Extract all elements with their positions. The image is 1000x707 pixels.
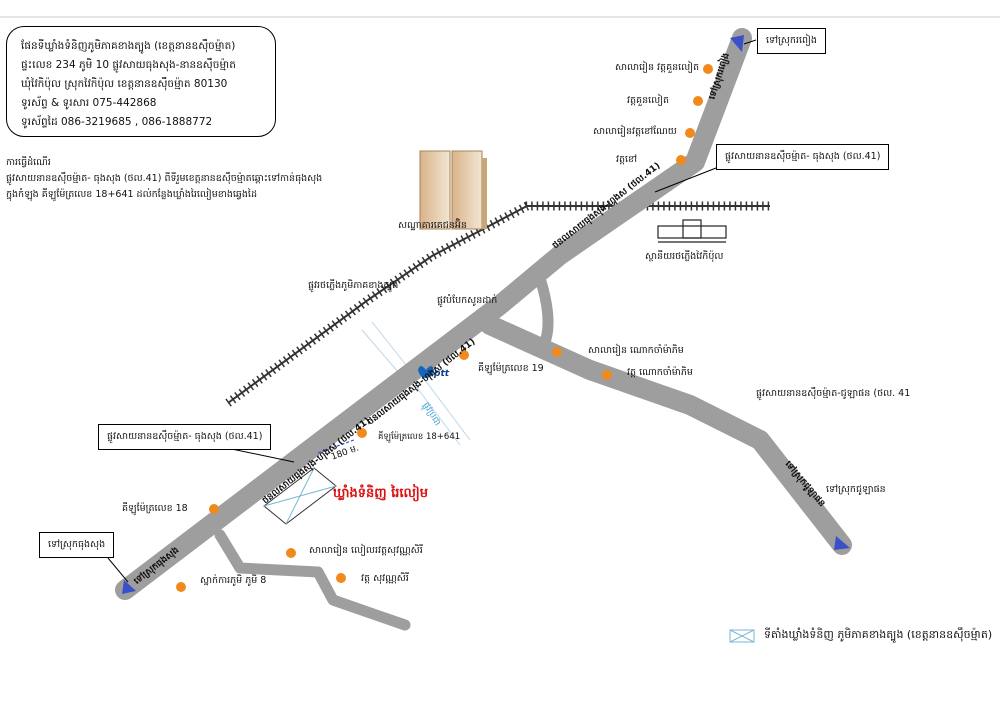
arrow-southeast-icon [834,536,850,550]
company-phone: ទូរស័ព្ទ & ទូរសារ 075-442868 [21,97,157,109]
legend-swatch-icon [729,629,755,643]
marker-km18641 [357,428,367,438]
label-junction: ផ្លូវបំបែកសូនដាក់ [437,295,498,306]
label-railway-quarters: សណ្ឋាគារគេជនអ៊ិន [398,220,467,231]
legend-label: ទីតាំងឃ្លាំងទំនិញ ភូមិភាគខាងត្បូង (ខេត្ត… [764,628,993,641]
plant-site-icon [263,467,337,525]
directions-heading: ការធ្វើដំណើរ [6,157,51,168]
company-title: ផែនទីឃ្លាំងទំនិញភូមិភាគខាងត្បូង (ខេត្តនា… [21,40,236,52]
label-wat-suwan: វត្ត សុវណ្ណសិរី [361,573,409,584]
callout-hwy41-north: ផ្លូវសាយនានឧស៊ឹចម្ម៉ាត- ធុងសុង (ថល.41) [716,144,890,170]
marker-school-wat-nok [552,347,562,357]
label-to-chulabhorn: ទៅស្រុកជូឡាផន [826,484,886,495]
label-school-wat-khao: សាលារៀនវត្តខៅណែយ [593,126,677,137]
directions-text: ការធ្វើដំណើរ ផ្លូវសាយនានឧស៊ឹចម្ម៉ាត- ធុង… [6,155,322,203]
marker-school-wat-khao [685,128,695,138]
marker-wat-nok [602,370,612,380]
label-km19: គីឡូម៉ែត្រលេខ 19 [478,363,544,374]
label-wat-kuan: វត្តគួនលៀត [627,95,670,106]
label-wat-nok: វត្ត ណោកចាំម៉ាភិម [627,367,693,378]
marker-wat-kuan [693,96,703,106]
label-health-office: ស្នាក់ការភូមិ ភូមិ 8 [200,575,267,586]
ptt-logo-icon [418,366,434,378]
railway-quarters-icon [419,150,487,230]
marker-km18 [209,504,219,514]
marker-wat-suwan [336,573,346,583]
label-plant: ឃ្លាំងទំនិញ រៃលៀម [333,486,429,501]
marker-school-wat-kuan [703,64,713,74]
label-hwy-chulabhorn: ផ្លូវសាយនានឧស៊ឹចម្ម៉ាត-ជូឡាផន (ថល. 41 [756,388,911,399]
marker-school-suwan [286,548,296,558]
label-school-suwan: សាលារៀន លៀលរវត្តសុវណ្ណសិរី [309,545,423,556]
station-icon [657,219,727,243]
callout-hwy41-south: ផ្លូវសាយនានឧស៊ឹចម្ម៉ាត- ធុងសុង (ថល.41) [98,424,272,450]
label-wat-khao: វត្តខៅ [616,154,638,165]
arrow-south-icon [122,580,136,594]
marker-health-office [176,582,186,592]
label-station: ស្ថានីយរថភ្លើងវៃកិប៉ុល [645,251,724,262]
callout-to-thungsong: ទៅស្រុកធុងសុង [39,532,115,558]
main-road [115,28,752,600]
callout-to-rongphibun: ទៅស្រុករពៀង [757,28,826,54]
label-km18641: គីឡូម៉ែត្រលេខ 18+641 [378,432,461,442]
railway [225,201,770,407]
company-info-box: ផែនទីឃ្លាំងទំនិញភូមិភាគខាងត្បូង (ខេត្តនា… [6,26,276,137]
label-school-wat-nok: សាលារៀន ណោកចាំម៉ាភិម [588,345,684,356]
label-km18: គីឡូម៉ែត្រលេខ 18 [122,503,188,514]
company-address-2: ឃុំវៃកិប៉ុល ស្រុកវៃកិប៉ុល ខេត្តនានឧស៊ឹចម… [21,78,228,90]
directions-line-2: ក្នុងកំឡុង គីឡូម៉ែត្រលេខ 18+641 ដល់កន្លែ… [6,189,257,200]
label-school-wat-kuan: សាលារៀន វត្តគួនលៀត [615,62,700,73]
company-address-1: ផ្ទះលេខ 234 ភូមិ 10 ផ្លូវសាយធុងសុង-នានឧស… [21,59,236,71]
marker-km19 [459,350,469,360]
company-mobile: ទូរស័ព្ទដៃ 086-3219685 , 086-1888772 [21,116,213,128]
label-rail: ផ្លូវរថភ្លើងភូមិភាគខាងត្បូង [308,280,399,291]
marker-wat-khao [676,155,686,165]
directions-line-1: ផ្លូវសាយនានឧស៊ឹចម្ម៉ាត- ធុងសុង (ថល.41) ព… [6,173,323,184]
ptt-logo-text: ptt [434,369,450,379]
distance-arrow [317,439,355,454]
junction-branch [534,272,554,348]
arrow-north-icon [730,35,744,52]
road-to-chulabhorn [480,315,852,555]
arrows [122,35,850,594]
side-road [214,529,411,631]
markers [176,64,713,592]
